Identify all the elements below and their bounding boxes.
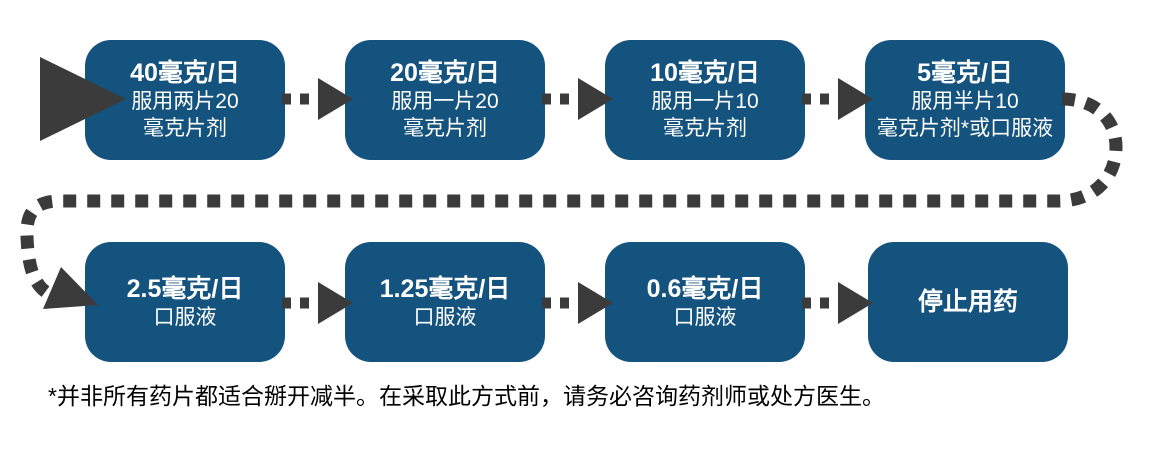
step-dose: 20毫克/日	[390, 59, 500, 87]
step-dose: 0.6毫克/日	[646, 274, 764, 303]
step-box-20mg: 20毫克/日 服用一片20 毫克片剂	[345, 40, 545, 160]
stop-box: 停止用药	[868, 242, 1068, 362]
step-instruction: 口服液	[413, 305, 477, 329]
step-box-5mg: 5毫克/日 服用半片10 毫克片剂*或口服液	[865, 40, 1065, 160]
step-dose: 40毫克/日	[130, 59, 240, 87]
step-box-0-6mg: 0.6毫克/日 口服液	[605, 242, 805, 362]
step-dose: 2.5毫克/日	[126, 274, 244, 303]
step-box-1-25mg: 1.25毫克/日 口服液	[345, 242, 545, 362]
step-instruction: 口服液	[153, 305, 217, 329]
step-dose: 1.25毫克/日	[379, 274, 511, 303]
step-dose: 5毫克/日	[917, 59, 1013, 87]
step-box-10mg: 10毫克/日 服用一片10 毫克片剂	[605, 40, 805, 160]
step-instruction: 服用半片10	[911, 90, 1019, 113]
footnote: *并非所有药片都适合掰开减半。在采取此方式前，请务必咨询药剂师或处方医生。	[48, 383, 885, 409]
step-instruction: 毫克片剂	[143, 117, 227, 140]
step-dose: 停止用药	[917, 288, 1018, 316]
step-box-40mg: 40毫克/日 服用两片20 毫克片剂	[85, 40, 285, 160]
step-box-2-5mg: 2.5毫克/日 口服液	[85, 242, 285, 362]
step-instruction: 毫克片剂*或口服液	[876, 117, 1054, 140]
step-instruction: 口服液	[673, 305, 737, 329]
step-instruction: 毫克片剂	[403, 117, 487, 140]
step-instruction: 毫克片剂	[663, 117, 747, 140]
step-instruction: 服用一片10	[651, 90, 759, 113]
step-dose: 10毫克/日	[650, 59, 760, 87]
step-instruction: 服用两片20	[131, 90, 239, 113]
step-instruction: 服用一片20	[391, 90, 499, 113]
